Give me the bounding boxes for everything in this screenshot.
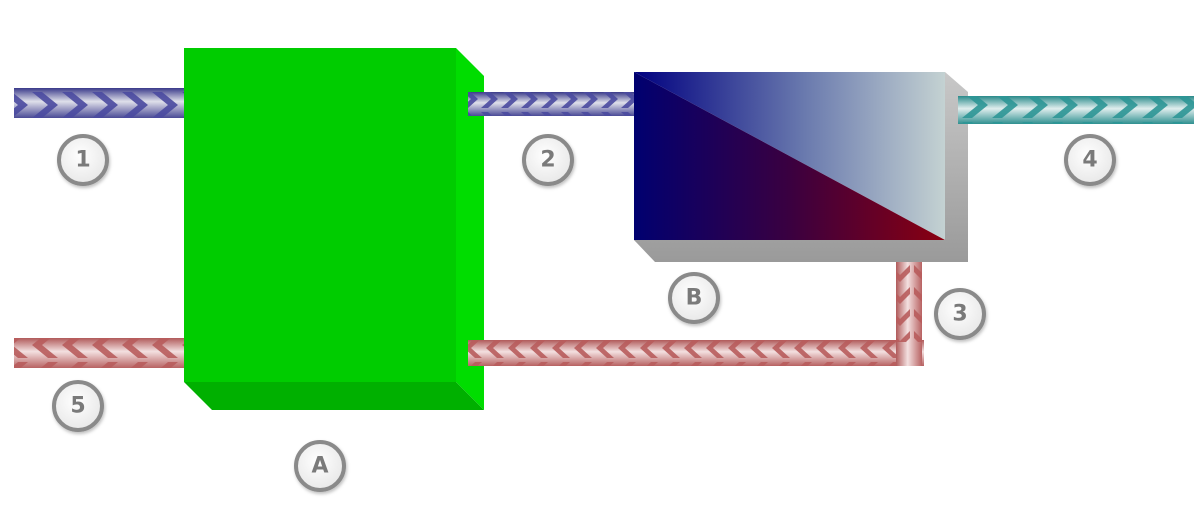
stream-2-badge: 2: [522, 134, 574, 186]
stream-2-label: 2: [540, 148, 555, 173]
unit-b-label: B: [686, 286, 703, 311]
unit-a-label: A: [311, 454, 328, 479]
stream-4-badge: 4: [1064, 134, 1116, 186]
stream-2-pipe: [468, 92, 636, 116]
unit-a-badge: A: [294, 440, 346, 492]
stream-1-badge: 1: [57, 134, 109, 186]
stream-5-pipe: [14, 338, 186, 368]
unit-b-badge: B: [668, 272, 720, 324]
stream-1-label: 1: [75, 148, 90, 173]
stream-3-label: 3: [952, 302, 967, 327]
stream-5-badge: 5: [52, 380, 104, 432]
stream-4-pipe: [958, 96, 1194, 124]
stream-5-label: 5: [70, 394, 85, 419]
unit-a-block: [184, 48, 484, 410]
unit-b-block: [634, 72, 968, 262]
stream-1-pipe: [14, 88, 186, 118]
stream-4-label: 4: [1082, 148, 1097, 173]
stream-3-badge: 3: [934, 288, 986, 340]
